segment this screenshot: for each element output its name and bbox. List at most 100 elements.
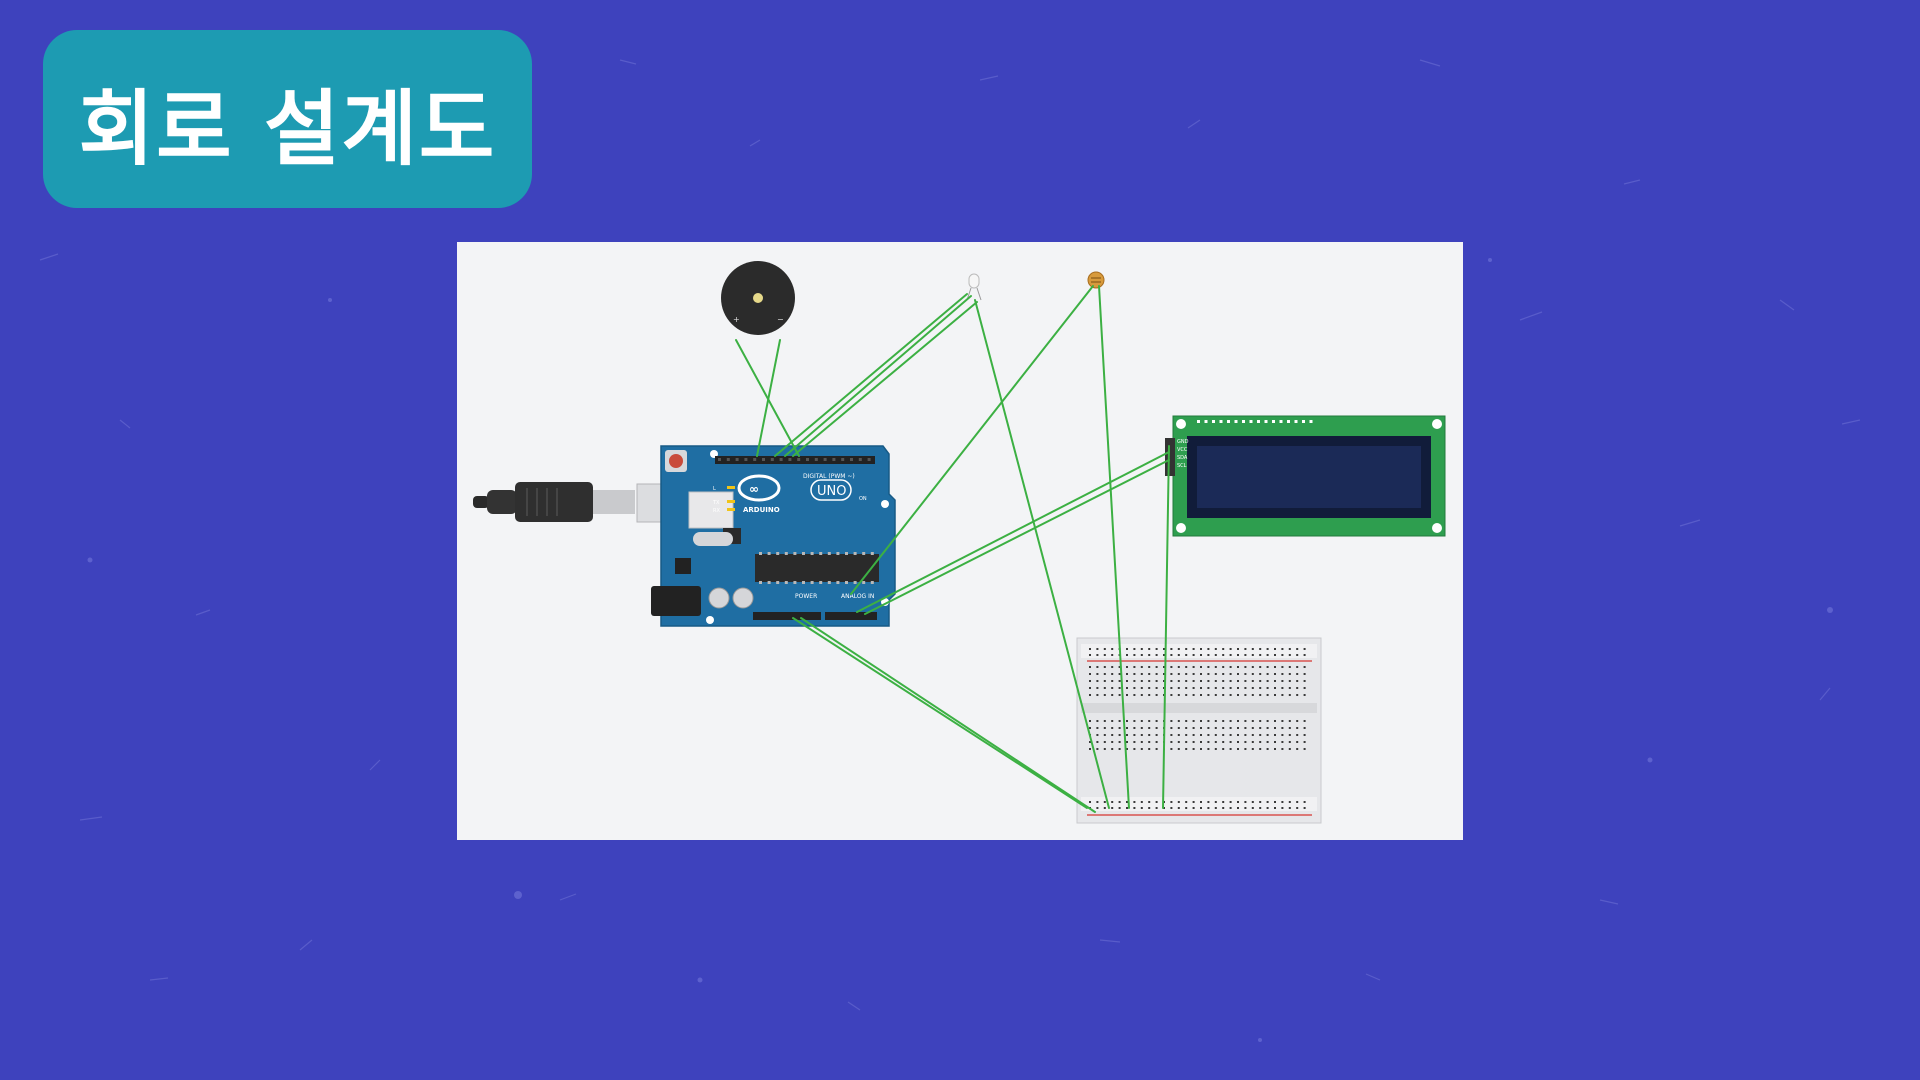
pin-hole	[1207, 680, 1210, 682]
pin-hole	[1259, 687, 1262, 689]
pin-hole	[823, 458, 827, 461]
pin-hole	[1126, 720, 1128, 722]
pin-hole	[1274, 673, 1276, 675]
pin-hole	[1133, 741, 1136, 743]
usb-cable[interactable]	[473, 482, 694, 523]
photoresistor[interactable]	[1087, 271, 1105, 289]
pin-hole	[1204, 420, 1208, 423]
pin-hole	[1177, 807, 1180, 809]
pin-hole	[1294, 420, 1298, 423]
pin-hole	[1259, 680, 1262, 682]
pin-hole	[1200, 741, 1202, 743]
pin-hole	[1222, 807, 1225, 809]
pin-hole	[1281, 673, 1284, 675]
pin-hole	[1111, 748, 1114, 750]
pin-hole	[1155, 807, 1158, 809]
arduino-model-label: UNO	[817, 484, 846, 499]
pin-hole	[784, 552, 788, 555]
pin-hole	[1118, 694, 1121, 696]
pin-hole	[1249, 420, 1253, 423]
pin-hole	[1303, 687, 1306, 689]
pin-hole	[1096, 687, 1099, 689]
piezo-buzzer[interactable]: + −	[721, 261, 795, 335]
pin-hole	[1244, 801, 1247, 803]
wire-lcd-sda	[856, 451, 1170, 613]
pin-hole	[1251, 666, 1254, 668]
pin-hole	[1237, 680, 1239, 682]
lcd-display[interactable]: GND VCC SDA SCL	[1165, 415, 1446, 537]
pin-hole	[1214, 687, 1217, 689]
pin-hole	[1170, 720, 1173, 722]
pin-hole	[1111, 654, 1114, 656]
pin-hole	[1251, 654, 1254, 656]
pin-hole	[1103, 807, 1106, 809]
pin-hole	[1177, 748, 1180, 750]
pin-hole	[1296, 727, 1299, 729]
pin-hole	[1155, 694, 1158, 696]
wire-power-5v	[792, 617, 1088, 809]
pin-hole	[1170, 748, 1173, 750]
pin-hole	[1229, 694, 1232, 696]
pin-hole	[1133, 748, 1136, 750]
pin-hole	[1200, 666, 1202, 668]
pin-hole	[1111, 666, 1114, 668]
pin-hole	[870, 581, 874, 584]
pin-hole	[1296, 687, 1299, 689]
pin-hole	[1251, 727, 1254, 729]
pin-hole	[850, 458, 853, 461]
power-pin-label: POWER	[795, 593, 817, 600]
pin-hole	[1148, 748, 1151, 750]
pin-hole	[1140, 666, 1143, 668]
breadboard[interactable]	[1076, 637, 1322, 824]
pin-hole	[1140, 673, 1143, 675]
wire-power-gnd	[800, 617, 1096, 813]
pin-hole	[810, 581, 814, 584]
pin-hole	[1111, 801, 1114, 803]
pin-hole	[1303, 801, 1306, 803]
pin-hole	[1089, 727, 1091, 729]
pin-hole	[1118, 734, 1121, 736]
pin-hole	[1259, 727, 1262, 729]
pin-hole	[1103, 741, 1106, 743]
rx-led-label: RX	[713, 508, 720, 514]
pin-hole	[1207, 654, 1210, 656]
pin-hole	[1266, 666, 1269, 668]
pin-hole	[1133, 727, 1136, 729]
wire-photoresistor-breadboard	[1098, 285, 1130, 809]
pin-hole	[1111, 648, 1114, 650]
pin-hole	[1303, 694, 1306, 696]
pin-hole	[1288, 654, 1291, 656]
pin-hole	[1111, 694, 1114, 696]
pin-hole	[1274, 680, 1276, 682]
pin-hole	[1089, 687, 1091, 689]
pin-hole	[1096, 741, 1099, 743]
pin-hole	[1237, 727, 1239, 729]
pin-hole	[1118, 666, 1121, 668]
pin-hole	[1133, 687, 1136, 689]
pin-hole	[1229, 673, 1232, 675]
pin-hole	[1170, 801, 1173, 803]
lcd-pin-sda-label: SDA	[1177, 455, 1188, 461]
pin-hole	[1237, 687, 1239, 689]
pin-hole	[1096, 801, 1099, 803]
pin-hole	[1281, 801, 1284, 803]
pin-hole	[1155, 741, 1158, 743]
pin-hole	[1200, 720, 1202, 722]
arduino-uno-board[interactable]: DIGITAL (PWM ~) ∞ ARDUINO UNO ON L TX RX…	[651, 445, 896, 627]
pin-hole	[1274, 654, 1276, 656]
pin-hole	[1163, 680, 1165, 682]
led[interactable]	[966, 273, 982, 301]
pin-hole	[1244, 680, 1247, 682]
pin-hole	[1251, 687, 1254, 689]
pin-hole	[1242, 420, 1245, 423]
pin-hole	[1140, 648, 1143, 650]
pin-hole	[1192, 648, 1195, 650]
pin-hole	[1111, 673, 1114, 675]
pin-hole	[1251, 694, 1254, 696]
pin-hole	[1237, 807, 1239, 809]
pin-hole	[1266, 801, 1269, 803]
pin-hole	[1214, 801, 1217, 803]
pin-hole	[1177, 687, 1180, 689]
reset-button[interactable]	[669, 454, 683, 468]
pin-hole	[1296, 807, 1299, 809]
